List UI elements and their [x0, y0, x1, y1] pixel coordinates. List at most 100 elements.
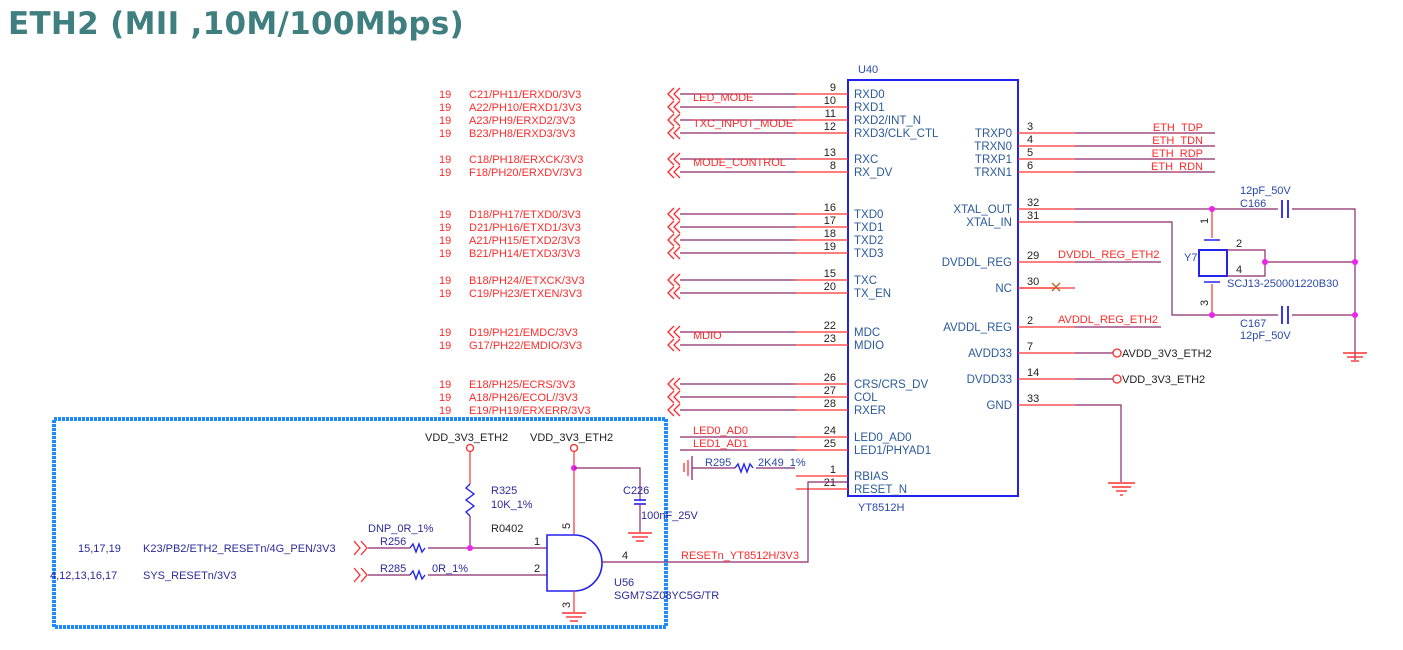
pin-number: 24 — [824, 425, 836, 437]
pin-name: XTAL_OUT — [953, 204, 1012, 216]
offpage-connector-icon — [667, 377, 681, 391]
pin-name: RXD3/CLK_CTL — [854, 128, 939, 140]
c167-value: 12pF_50V — [1240, 330, 1291, 342]
r295-value: 2K49_1% — [758, 457, 806, 469]
pin-name: TXD0 — [854, 209, 883, 221]
pin-name: LED0_AD0 — [854, 432, 912, 444]
crystal-pin-2: 2 — [1236, 238, 1242, 250]
pin-name: TRXP1 — [975, 154, 1012, 166]
pin-name: DVDDL_REG — [942, 257, 1012, 269]
pin-number: 6 — [1027, 160, 1033, 172]
c166-ref: C166 — [1240, 198, 1266, 210]
reset-input-2-net: SYS_RESETn/3V3 — [143, 570, 237, 582]
pin-number: 21 — [824, 477, 836, 489]
junction-dot — [467, 545, 473, 551]
power-net-label: AVDD_3V3_ETH2 — [1122, 348, 1212, 360]
reset-block-frame — [52, 417, 668, 629]
pin-number: 32 — [1027, 197, 1039, 209]
net-page-ref: 19 — [439, 209, 451, 221]
power-net-label: VDD_3V3_ETH2 — [1122, 374, 1205, 386]
pin-name: GND — [986, 400, 1012, 412]
net-page-ref: 19 — [439, 222, 451, 234]
net-label: ETH_RDP — [1152, 148, 1203, 160]
crystal-pin-1: 1 — [1199, 218, 1211, 224]
pin-name: LED1/PHYAD1 — [854, 445, 931, 457]
net-label: A21/PH15/ETXD2/3V3 — [469, 235, 580, 247]
net-label: A22/PH10/ERXD1/3V3 — [469, 102, 582, 114]
pin-number: 29 — [1027, 250, 1039, 262]
crystal-pin-4: 4 — [1236, 264, 1242, 276]
net-page-ref: 19 — [439, 235, 451, 247]
net-page-ref: 19 — [439, 128, 451, 140]
offpage-connector-icon — [667, 87, 681, 101]
net-label: G17/PH22/EMDIO/3V3 — [469, 340, 582, 352]
net-page-ref: 19 — [439, 167, 451, 179]
u56-part: SGM7SZ08YC5G/TR — [614, 590, 719, 602]
net-label: A18/PH26/ECOL//3V3 — [469, 392, 578, 404]
u56-pin-4: 4 — [622, 550, 628, 562]
net-label: E19/PH19/ERXERR/3V3 — [469, 405, 591, 417]
pin-name: TRXN0 — [974, 141, 1012, 153]
r256-ref: R256 — [380, 536, 406, 548]
no-connect-marker — [1051, 282, 1061, 292]
pin-name: CRS/CRS_DV — [854, 379, 928, 391]
net-label: ETH_RDN — [1151, 161, 1203, 173]
junction-dot — [1209, 206, 1215, 212]
offpage-connector-icon — [667, 286, 681, 300]
offpage-connector-icon — [667, 100, 681, 114]
pin-name: RXC — [854, 154, 878, 166]
reset-input-1-pages: 15,17,19 — [78, 543, 121, 555]
net-page-ref: 19 — [439, 405, 451, 417]
c226-value: 100nF_25V — [641, 510, 699, 522]
r325-value: 10K_1% — [491, 499, 533, 511]
offpage-connector-icon — [667, 165, 681, 179]
pin-name: TXD2 — [854, 235, 883, 247]
c226-ref: C226 — [623, 485, 649, 497]
offpage-connector-icon — [667, 338, 681, 352]
junction-dot — [1209, 312, 1215, 318]
pin-name: AVDDL_REG — [943, 322, 1012, 334]
net-page-ref: 19 — [439, 392, 451, 404]
c166-value: 12pF_50V — [1240, 185, 1291, 197]
pin-number: 20 — [824, 281, 836, 293]
u56-rail-label: VDD_3V3_ETH2 — [530, 432, 613, 444]
junction-dot — [1352, 259, 1358, 265]
net-label: F18/PH20/ERXDV/3V3 — [469, 167, 582, 179]
pin-name: XTAL_IN — [966, 217, 1012, 229]
offpage-connector-icon — [667, 325, 681, 339]
u56-pin-2: 2 — [534, 563, 540, 575]
offpage-connector-icon — [667, 113, 681, 127]
offpage-connector-icon — [667, 273, 681, 287]
u56-pin-5: 5 — [561, 523, 573, 529]
net-label: E18/PH25/ECRS/3V3 — [469, 379, 575, 391]
power-flag-avdd33 — [1112, 348, 1122, 358]
net-page-ref: 19 — [439, 102, 451, 114]
offpage-connector-icon — [667, 390, 681, 404]
net-label: DVDDL_REG_ETH2 — [1058, 249, 1159, 261]
power-flag-dvdd33 — [1112, 374, 1122, 384]
offpage-connector-icon — [667, 207, 681, 221]
net-label: ETH_TDN — [1152, 135, 1203, 147]
net-label: AVDDL_REG_ETH2 — [1058, 314, 1158, 326]
strap-label: LED_MODE — [693, 92, 754, 104]
strap-label: MDIO — [693, 330, 722, 342]
pin-name: TXC — [854, 275, 877, 287]
net-page-ref: 19 — [439, 248, 451, 260]
pin-name: TRXN1 — [974, 167, 1012, 179]
pin-number: 9 — [830, 82, 836, 94]
pin-number: 14 — [1027, 367, 1039, 379]
pin-number: 15 — [824, 268, 836, 280]
offpage-connector-icon — [667, 220, 681, 234]
strap-label: MODE_CONTROL — [693, 157, 786, 169]
r295-ref: R295 — [705, 457, 731, 469]
